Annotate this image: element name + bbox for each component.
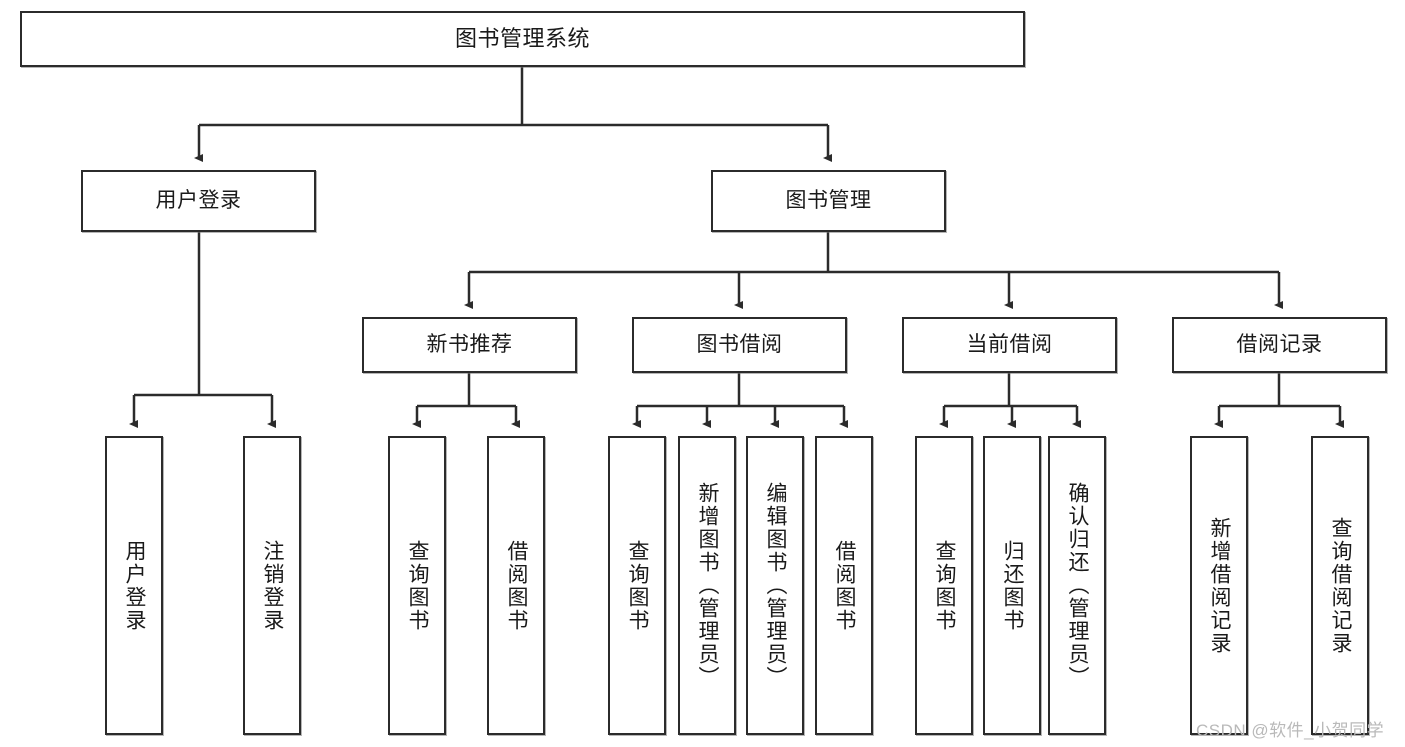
edge-group-book-manage	[464, 232, 1283, 309]
node-leaf-user-logout-label: 注销登录	[261, 539, 285, 632]
node-user-login-label: 用户登录	[155, 188, 242, 212]
node-book-borrow-label: 图书借阅	[696, 332, 783, 356]
edge-group-new-book-recommend	[412, 373, 520, 428]
node-leaf-edit-book-label: 编辑图书（管理员）	[764, 482, 788, 689]
node-leaf-query-book-1-label: 查询图书	[406, 539, 430, 632]
node-root[interactable]: 图书管理系统	[20, 11, 1025, 67]
edge-group-borrow-record	[1214, 373, 1344, 428]
node-leaf-query-book-3[interactable]: 查询图书	[915, 436, 973, 735]
node-leaf-return-book-label: 归还图书	[1001, 539, 1025, 632]
node-leaf-query-book-3-label: 查询图书	[933, 539, 957, 632]
node-book-manage-label: 图书管理	[785, 188, 872, 212]
node-book-manage[interactable]: 图书管理	[711, 170, 946, 232]
edge-group-book-borrow	[632, 373, 848, 428]
edge-group-root	[194, 67, 832, 162]
edge-group-current-borrow	[939, 373, 1081, 428]
node-leaf-borrow-book-1[interactable]: 借阅图书	[487, 436, 545, 735]
node-new-book-recommend-label: 新书推荐	[426, 332, 513, 356]
node-leaf-user-logout[interactable]: 注销登录	[243, 436, 301, 735]
node-leaf-query-book-1[interactable]: 查询图书	[388, 436, 446, 735]
node-leaf-query-book-2-label: 查询图书	[626, 539, 650, 632]
node-leaf-query-book-2[interactable]: 查询图书	[608, 436, 666, 735]
node-borrow-record[interactable]: 借阅记录	[1172, 317, 1387, 373]
node-leaf-borrow-book-2[interactable]: 借阅图书	[815, 436, 873, 735]
node-leaf-query-record[interactable]: 查询借阅记录	[1311, 436, 1369, 735]
node-leaf-borrow-book-1-label: 借阅图书	[505, 539, 529, 632]
node-user-login[interactable]: 用户登录	[81, 170, 316, 232]
node-leaf-add-record-label: 新增借阅记录	[1208, 516, 1232, 655]
node-leaf-edit-book[interactable]: 编辑图书（管理员）	[746, 436, 804, 735]
node-root-label: 图书管理系统	[454, 26, 590, 52]
node-leaf-add-book[interactable]: 新增图书（管理员）	[678, 436, 736, 735]
node-leaf-confirm-return[interactable]: 确认归还（管理员）	[1048, 436, 1106, 735]
node-book-borrow[interactable]: 图书借阅	[632, 317, 847, 373]
node-leaf-user-login-label: 用户登录	[123, 539, 147, 632]
node-leaf-confirm-return-label: 确认归还（管理员）	[1066, 482, 1090, 689]
node-borrow-record-label: 借阅记录	[1236, 332, 1323, 356]
node-leaf-return-book[interactable]: 归还图书	[983, 436, 1041, 735]
node-leaf-user-login[interactable]: 用户登录	[105, 436, 163, 735]
node-leaf-borrow-book-2-label: 借阅图书	[833, 539, 857, 632]
node-leaf-add-record[interactable]: 新增借阅记录	[1190, 436, 1248, 735]
node-leaf-add-book-label: 新增图书（管理员）	[696, 482, 720, 689]
node-current-borrow-label: 当前借阅	[966, 332, 1053, 356]
edge-group-user-login	[129, 232, 276, 428]
node-leaf-query-record-label: 查询借阅记录	[1329, 516, 1353, 655]
node-current-borrow[interactable]: 当前借阅	[902, 317, 1117, 373]
node-new-book-recommend[interactable]: 新书推荐	[362, 317, 577, 373]
